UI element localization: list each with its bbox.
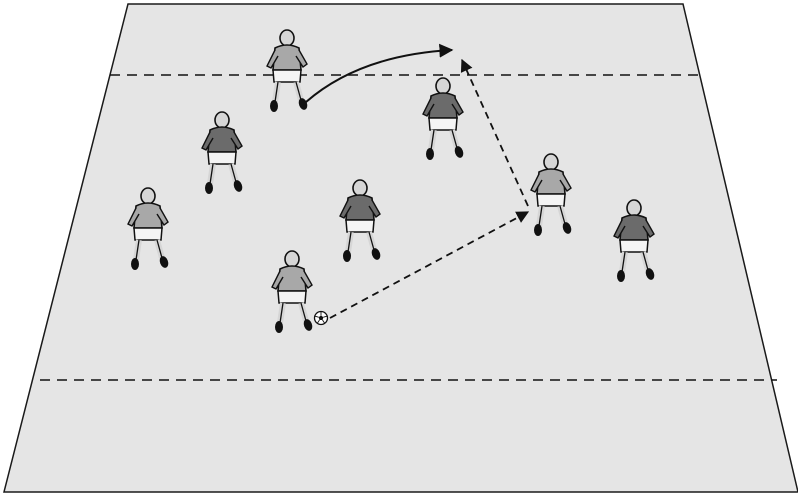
soccer-ball-icon — [315, 312, 328, 325]
field — [4, 4, 798, 492]
